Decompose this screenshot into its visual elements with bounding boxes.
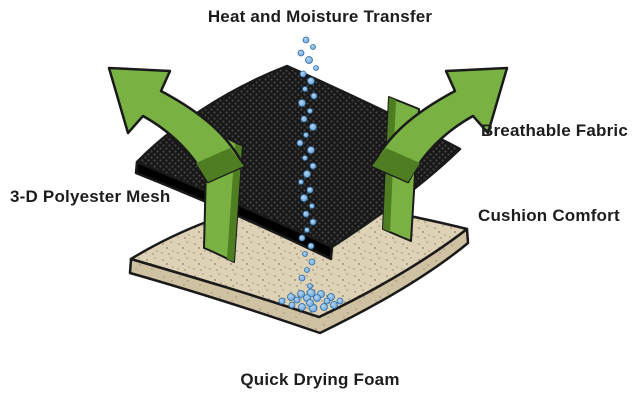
label-heat-moisture-transfer: Heat and Moisture Transfer <box>207 7 433 26</box>
moisture-puddle-icon <box>278 288 344 313</box>
label-breathable-fabric: Breathable Fabric <box>481 121 629 140</box>
heat-arrow-left-icon <box>107 66 246 184</box>
heat-arrow-right-icon <box>370 66 509 184</box>
label-quick-drying-foam: Quick Drying Foam <box>240 370 400 389</box>
label-cushion-comfort: Cushion Comfort <box>478 206 620 225</box>
moisture-droplet-stream-icon <box>296 36 319 289</box>
label-polyester-mesh: 3-D Polyester Mesh <box>10 187 171 206</box>
